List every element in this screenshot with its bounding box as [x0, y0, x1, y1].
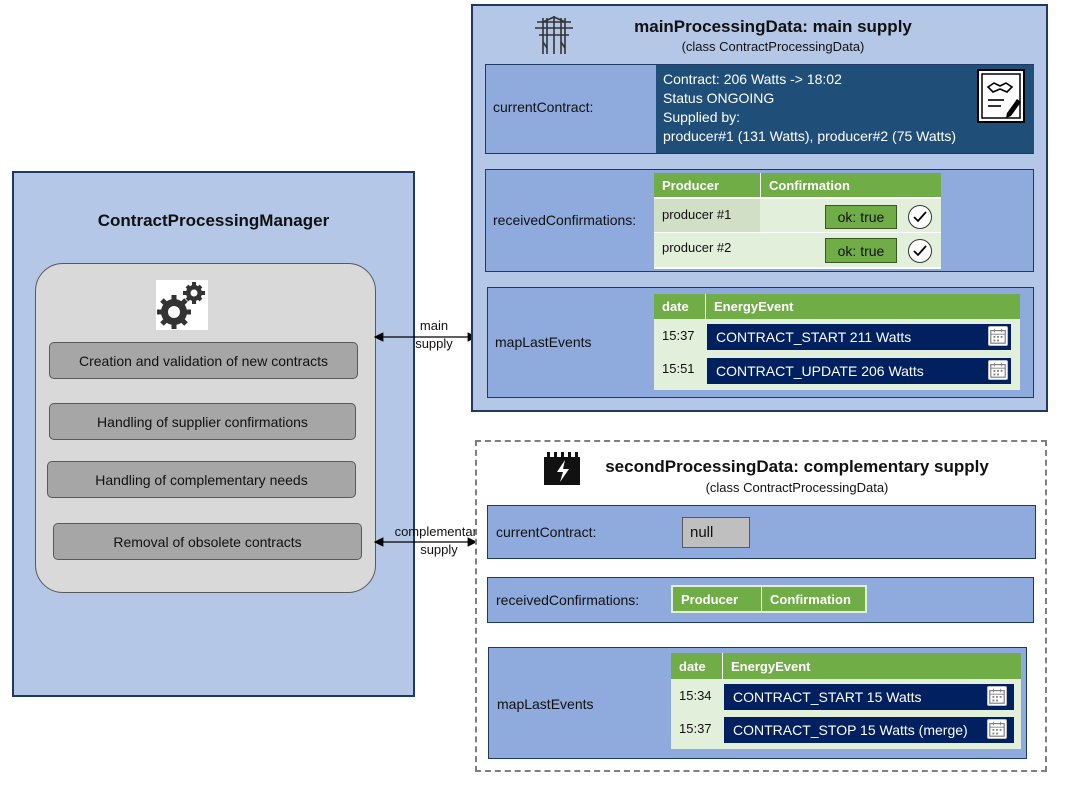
second-processing-panel: secondProcessingData: complementary supp…: [475, 440, 1047, 772]
second-confirmations-row: receivedConfirmations: Producer Confirma…: [487, 577, 1034, 623]
task-supplier-confirmations: Handling of supplier confirmations: [49, 403, 356, 440]
main-confirmations-header: Producer Confirmation: [654, 173, 941, 197]
event-cell: CONTRACT_START 15 Watts: [724, 684, 1014, 710]
event-date: 15:34: [679, 688, 712, 703]
second-current-contract-label: currentContract:: [496, 524, 597, 540]
second-events-row: mapLastEvents date EnergyEvent 15:34 CON…: [488, 647, 1027, 759]
event-cell: CONTRACT_UPDATE 206 Watts: [707, 358, 1011, 384]
event-date: 15:51: [662, 361, 695, 376]
main-events-table: date EnergyEvent 15:37 CONTRACT_START 21…: [654, 294, 1020, 390]
check-icon: [908, 205, 932, 229]
main-confirmations-row: receivedConfirmations: Producer Confirma…: [485, 169, 1034, 272]
task-remove-obsolete: Removal of obsolete contracts: [53, 523, 362, 560]
header-confirmation: Confirmation: [760, 173, 850, 197]
main-processing-panel: mainProcessingData: main supply (class C…: [471, 4, 1048, 412]
event-cell: CONTRACT_STOP 15 Watts (merge): [724, 717, 1014, 743]
event-date: 15:37: [662, 328, 695, 343]
event-date: 15:37: [679, 721, 712, 736]
table-row: 15:51 CONTRACT_UPDATE 206 Watts: [654, 355, 1020, 386]
main-contract-card: Contract: 206 Watts -> 18:02 Status ONGO…: [656, 65, 1034, 153]
main-supply-label-line1: main: [419, 318, 449, 333]
header-energy-event: EnergyEvent: [722, 653, 810, 679]
main-panel-subtitle: (class ContractProcessingData): [681, 39, 865, 54]
event-cell: CONTRACT_START 211 Watts: [707, 324, 1011, 350]
main-supply-label: main supply: [394, 317, 474, 353]
table-row: producer #1 ok: true: [654, 199, 941, 232]
contract-signing-icon: [977, 69, 1025, 123]
ok-badge: ok: true: [825, 238, 897, 263]
table-row: 15:37 CONTRACT_STOP 15 Watts (merge): [671, 715, 1021, 746]
ok-badge: ok: true: [825, 205, 897, 229]
task-create-contracts: Creation and validation of new contracts: [49, 342, 358, 379]
contract-line-producers: producer#1 (131 Watts), producer#2 (75 W…: [663, 128, 957, 144]
power-pylon-icon: [535, 16, 573, 54]
complementary-supply-label-line2: supply: [420, 542, 458, 557]
table-row: 15:34 CONTRACT_START 15 Watts: [671, 682, 1021, 713]
manager-title: ContractProcessingManager: [97, 211, 330, 230]
producer-cell: producer #2: [662, 240, 732, 255]
check-icon: [908, 239, 932, 263]
second-confirmations-label: receivedConfirmations:: [496, 592, 640, 608]
main-supply-label-line2: supply: [415, 336, 453, 351]
second-events-table: date EnergyEvent 15:34 CONTRACT_START 15…: [671, 653, 1021, 749]
header-producer: Producer: [662, 177, 720, 193]
complementary-supply-label: complementary supply: [384, 523, 494, 559]
null-contract-value: null: [682, 517, 750, 548]
manager-panel: ContractProcessingManager Creation and v…: [12, 171, 415, 697]
second-confirmations-header: Producer Confirmation: [671, 585, 867, 613]
main-events-header: date EnergyEvent: [654, 294, 1020, 319]
gears-icon: [156, 280, 208, 330]
header-date: date: [662, 299, 689, 314]
battery-charge-icon: [544, 452, 580, 485]
table-row: 15:37 CONTRACT_START 211 Watts: [654, 322, 1020, 353]
contract-line-status: Status ONGOING: [663, 90, 775, 106]
second-events-label: mapLastEvents: [497, 696, 594, 712]
header-energy-event: EnergyEvent: [705, 294, 793, 319]
calendar-icon: [988, 360, 1008, 380]
header-date: date: [679, 658, 706, 674]
main-events-label: mapLastEvents: [495, 334, 592, 350]
table-row: producer #2 ok: true: [654, 233, 941, 267]
second-events-header: date EnergyEvent: [671, 653, 1021, 679]
manager-tasks-container: Creation and validation of new contracts…: [35, 263, 376, 593]
calendar-icon: [988, 326, 1008, 346]
main-current-contract-label: currentContract:: [493, 99, 594, 115]
main-confirmations-label: receivedConfirmations:: [493, 212, 637, 228]
calendar-icon: [987, 686, 1007, 706]
second-panel-subtitle: (class ContractProcessingData): [705, 480, 889, 495]
main-current-contract-row: currentContract: Contract: 206 Watts -> …: [485, 64, 1034, 154]
calendar-icon: [987, 719, 1007, 739]
header-confirmation: Confirmation: [761, 587, 851, 611]
second-current-contract-row: currentContract: null: [487, 505, 1036, 559]
main-panel-title: mainProcessingData: main supply: [634, 17, 912, 36]
producer-cell: producer #1: [662, 207, 732, 222]
task-complementary-needs: Handling of complementary needs: [47, 461, 356, 498]
main-events-row: mapLastEvents date EnergyEvent 15:37 CON…: [487, 287, 1034, 398]
contract-line-amount: Contract: 206 Watts -> 18:02: [663, 71, 842, 87]
second-panel-title: secondProcessingData: complementary supp…: [605, 457, 989, 476]
contract-line-supplied: Supplied by:: [663, 109, 741, 125]
header-producer: Producer: [681, 591, 739, 607]
main-confirmations-table: Producer Confirmation producer #1 ok: tr…: [654, 173, 941, 269]
complementary-supply-label-line1: complementary: [394, 524, 484, 539]
